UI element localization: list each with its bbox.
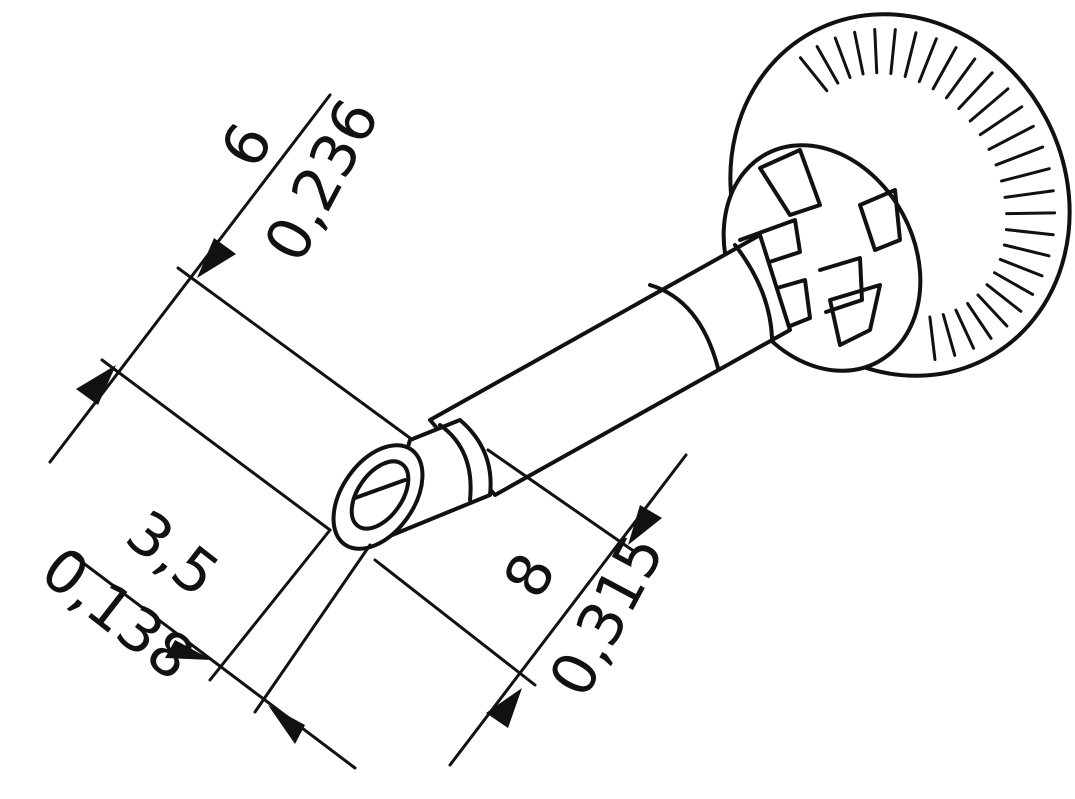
knurl-ridge	[1003, 189, 1055, 199]
knurl-ridge	[944, 57, 977, 100]
knurl-ridge	[941, 313, 957, 357]
knurl-ridge	[798, 56, 829, 93]
knurl-ridge	[985, 283, 1023, 313]
knurl-ridge	[1005, 211, 1057, 216]
knurl-ridge	[889, 28, 897, 75]
knurl-ridge	[928, 315, 937, 362]
knurl-ridge	[954, 308, 976, 350]
knurl-ridge	[987, 124, 1035, 151]
knurl-ridge	[853, 30, 865, 76]
knurl-ridges	[798, 28, 1057, 362]
knurl-ridge	[994, 145, 1045, 167]
dimension-tip-width: 3,5 0,138	[28, 497, 372, 770]
knurled-knob	[721, 12, 1072, 378]
knurl-ridge	[999, 167, 1051, 183]
knurl-ridge	[957, 71, 994, 111]
knurl-ridge	[815, 45, 840, 85]
dimension-length: 6 0,236	[48, 88, 412, 532]
knurl-ridge	[966, 301, 993, 340]
knurl-ridge	[873, 28, 879, 75]
shank-mm-label: 8	[490, 542, 570, 609]
knurl-ridge	[917, 37, 938, 84]
arrow-up-icon	[76, 365, 116, 405]
knurl-ridge	[968, 87, 1010, 123]
length-inch-label: 0,236	[251, 88, 393, 273]
chisel-tip	[331, 418, 493, 551]
arrow-right-icon	[165, 640, 212, 660]
knurl-ridge	[1002, 243, 1051, 258]
knurl-ridge	[1004, 228, 1055, 237]
knurl-ridge	[903, 31, 918, 78]
arrow-down-icon	[197, 238, 236, 278]
knurl-ridge	[998, 257, 1044, 278]
arrow-down-icon	[628, 505, 662, 545]
shank-inch-label: 0,315	[536, 523, 678, 708]
arrow-left-icon	[268, 705, 305, 744]
knurl-ridge	[833, 36, 852, 79]
knurl-ridge	[976, 293, 1009, 328]
knurl-ridge	[993, 271, 1035, 296]
knurl-ridge	[931, 46, 958, 91]
knurl-ridge	[978, 105, 1024, 137]
arrow-up-icon	[486, 688, 522, 728]
